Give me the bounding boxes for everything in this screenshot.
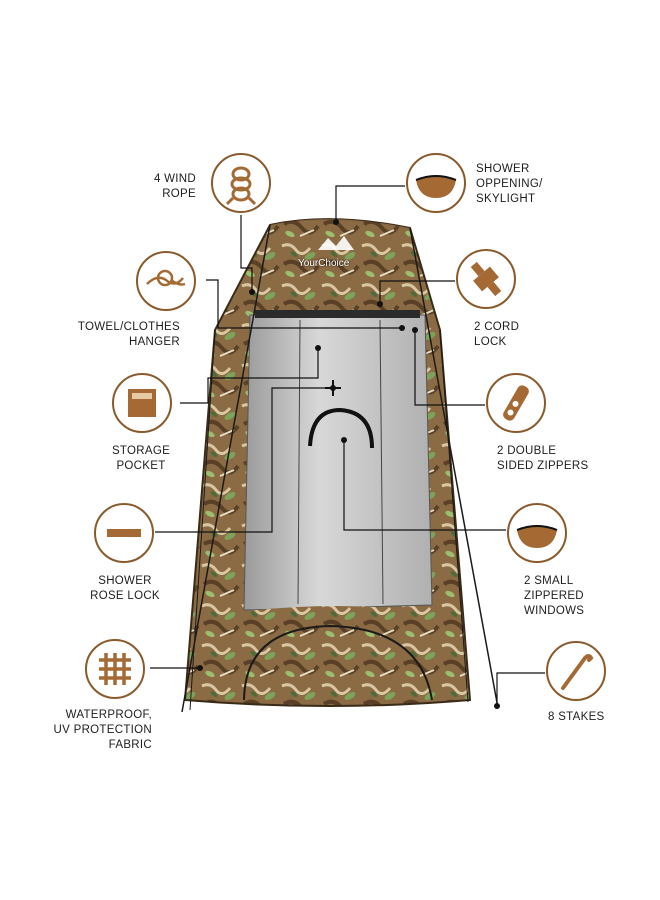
zipper-pull-icon bbox=[485, 372, 547, 434]
rope-coil-icon bbox=[210, 152, 272, 214]
cord-lock-icon bbox=[455, 248, 517, 310]
strap-icon bbox=[93, 502, 155, 564]
zippers-label: 2 DOUBLE SIDED ZIPPERS bbox=[497, 445, 589, 472]
waterproof-label: WATERPROOF, UV PROTECTION FABRIC bbox=[53, 709, 152, 751]
loop-hanger-icon bbox=[135, 250, 197, 312]
stakes-label: 8 STAKES bbox=[548, 711, 605, 723]
cord-lock-label: 2 CORD LOCK bbox=[474, 321, 520, 348]
wind-rope-label: 4 WIND ROPE bbox=[153, 173, 196, 200]
skylight-label: SHOWER OPPENING/ SKYLIGHT bbox=[476, 163, 543, 205]
door-arch bbox=[243, 624, 433, 701]
storage-pocket-label: STORAGE POCKET bbox=[111, 445, 171, 472]
brand-logo-text: YourChoice bbox=[298, 258, 350, 269]
skylight-bowl-icon bbox=[405, 152, 467, 214]
pocket-icon bbox=[111, 372, 173, 434]
window-bowl-icon bbox=[506, 502, 568, 564]
shower-rose-lock-label: SHOWER ROSE LOCK bbox=[90, 575, 160, 602]
windows-label: 2 SMALL ZIPPERED WINDOWS bbox=[524, 575, 585, 617]
fabric-grid-icon bbox=[84, 638, 146, 700]
door-handle bbox=[308, 407, 374, 449]
towel-hanger-label: TOWEL/CLOTHES HANGER bbox=[77, 321, 180, 348]
tent-stake-icon bbox=[545, 640, 607, 702]
